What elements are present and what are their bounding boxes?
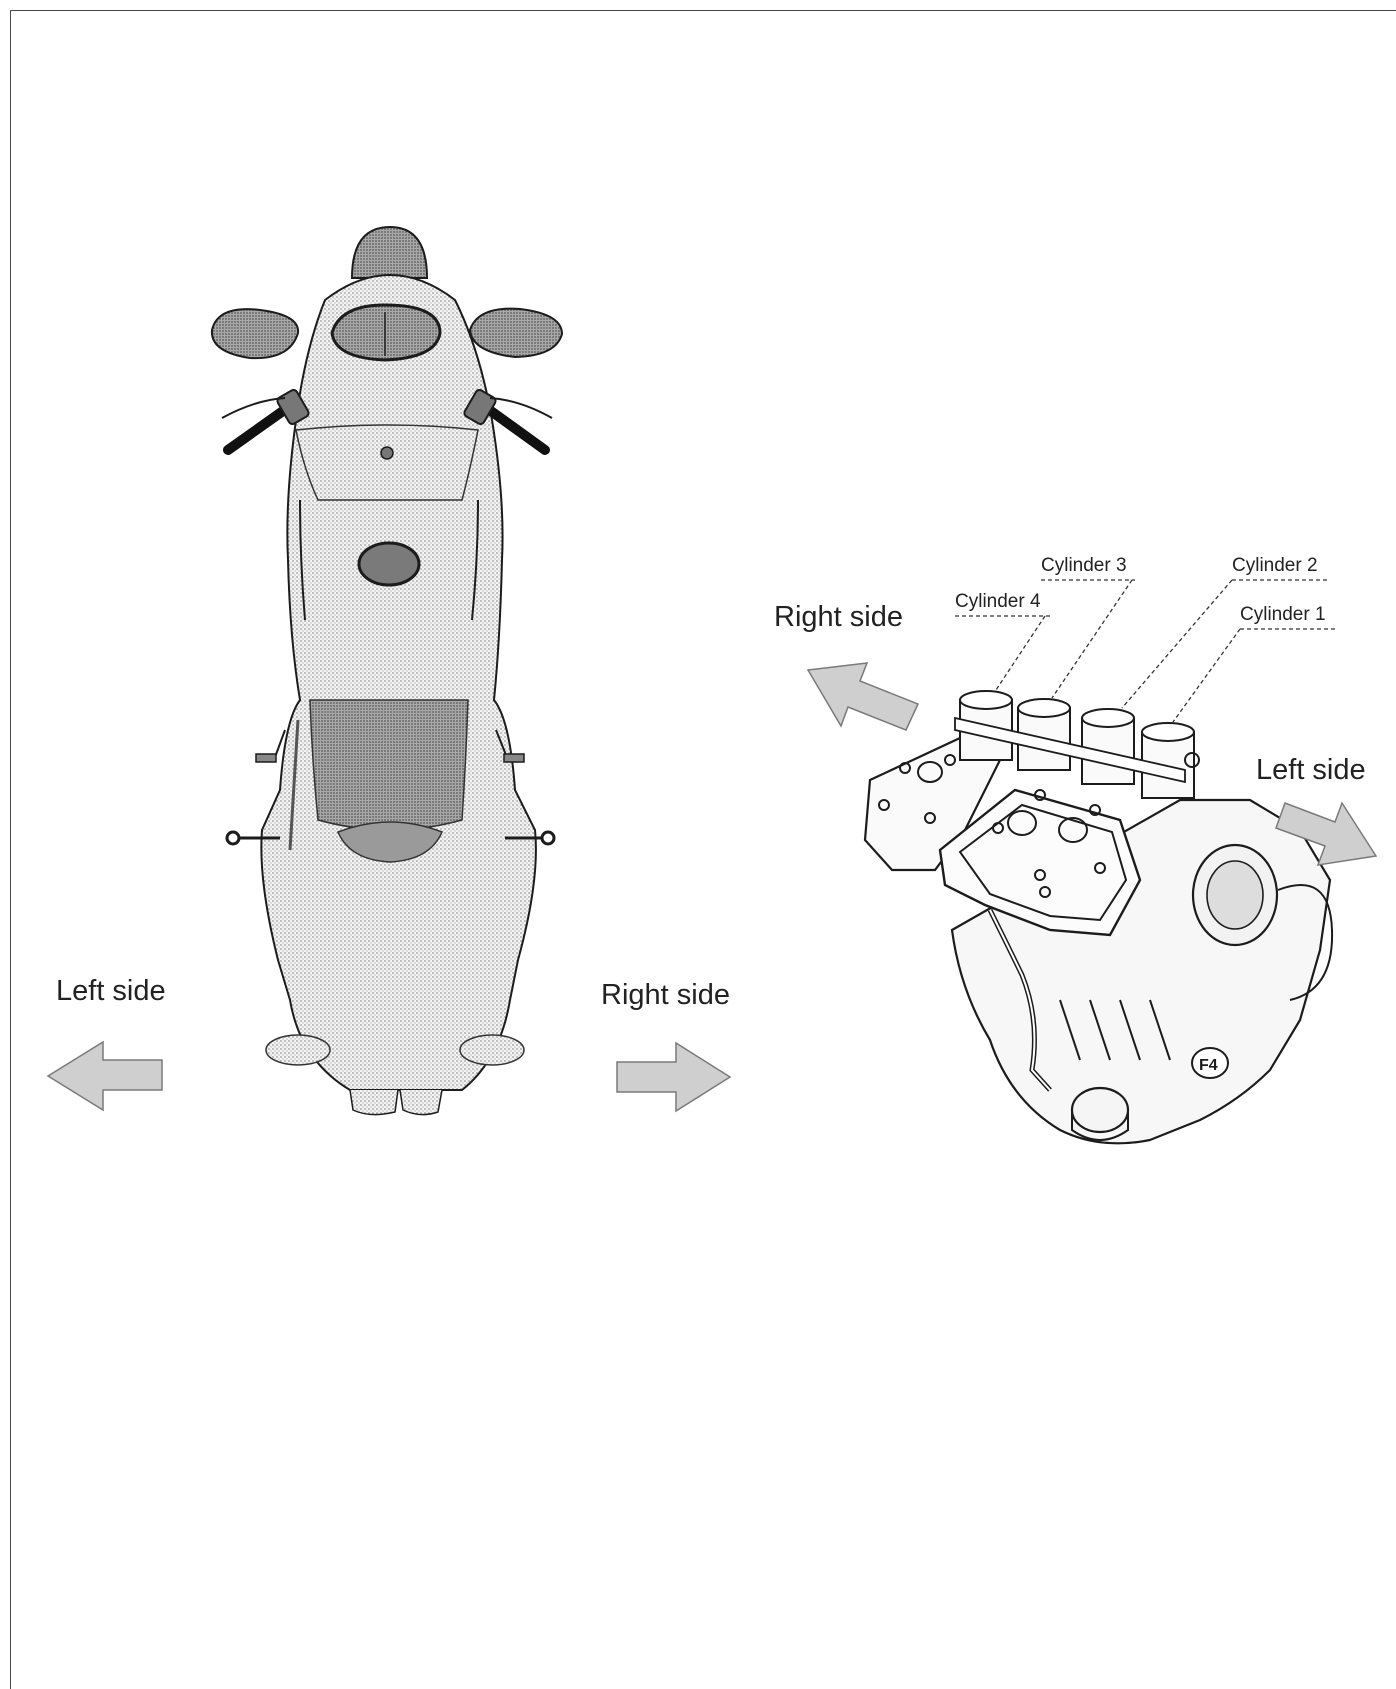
motorcycle-top-view (212, 227, 562, 1115)
cylinder-1-label: Cylinder 1 (1240, 604, 1326, 625)
oil-filter (1072, 1088, 1128, 1132)
cylinder-2-label: Cylinder 2 (1232, 555, 1318, 576)
engine-right-arrow (808, 663, 918, 730)
cylinder-3-leader (1052, 580, 1132, 698)
windscreen-top (352, 227, 427, 278)
right-mirror (470, 309, 562, 357)
cylinder-4-label: Cylinder 4 (955, 591, 1041, 612)
left-arrow (48, 1042, 162, 1110)
left-handlebar (228, 406, 290, 450)
engine-left-label: Left side (1256, 754, 1366, 786)
cylinder-3-label: Cylinder 3 (1041, 555, 1127, 576)
throttle-bodies (955, 691, 1199, 798)
moto-left-label: Left side (56, 975, 166, 1007)
instrument-cluster (332, 305, 440, 360)
cylinder-4-leader (996, 616, 1045, 690)
engine-right-label: Right side (774, 601, 903, 633)
moto-right-label: Right side (601, 979, 730, 1011)
seat (310, 700, 468, 830)
cylinder-1-leader (1173, 629, 1240, 722)
fuel-cap (359, 543, 419, 585)
left-mirror (212, 309, 298, 358)
right-arrow (617, 1043, 730, 1111)
cylinder-2-leader (1122, 580, 1232, 708)
f4-logo: F4 (1199, 1057, 1218, 1074)
